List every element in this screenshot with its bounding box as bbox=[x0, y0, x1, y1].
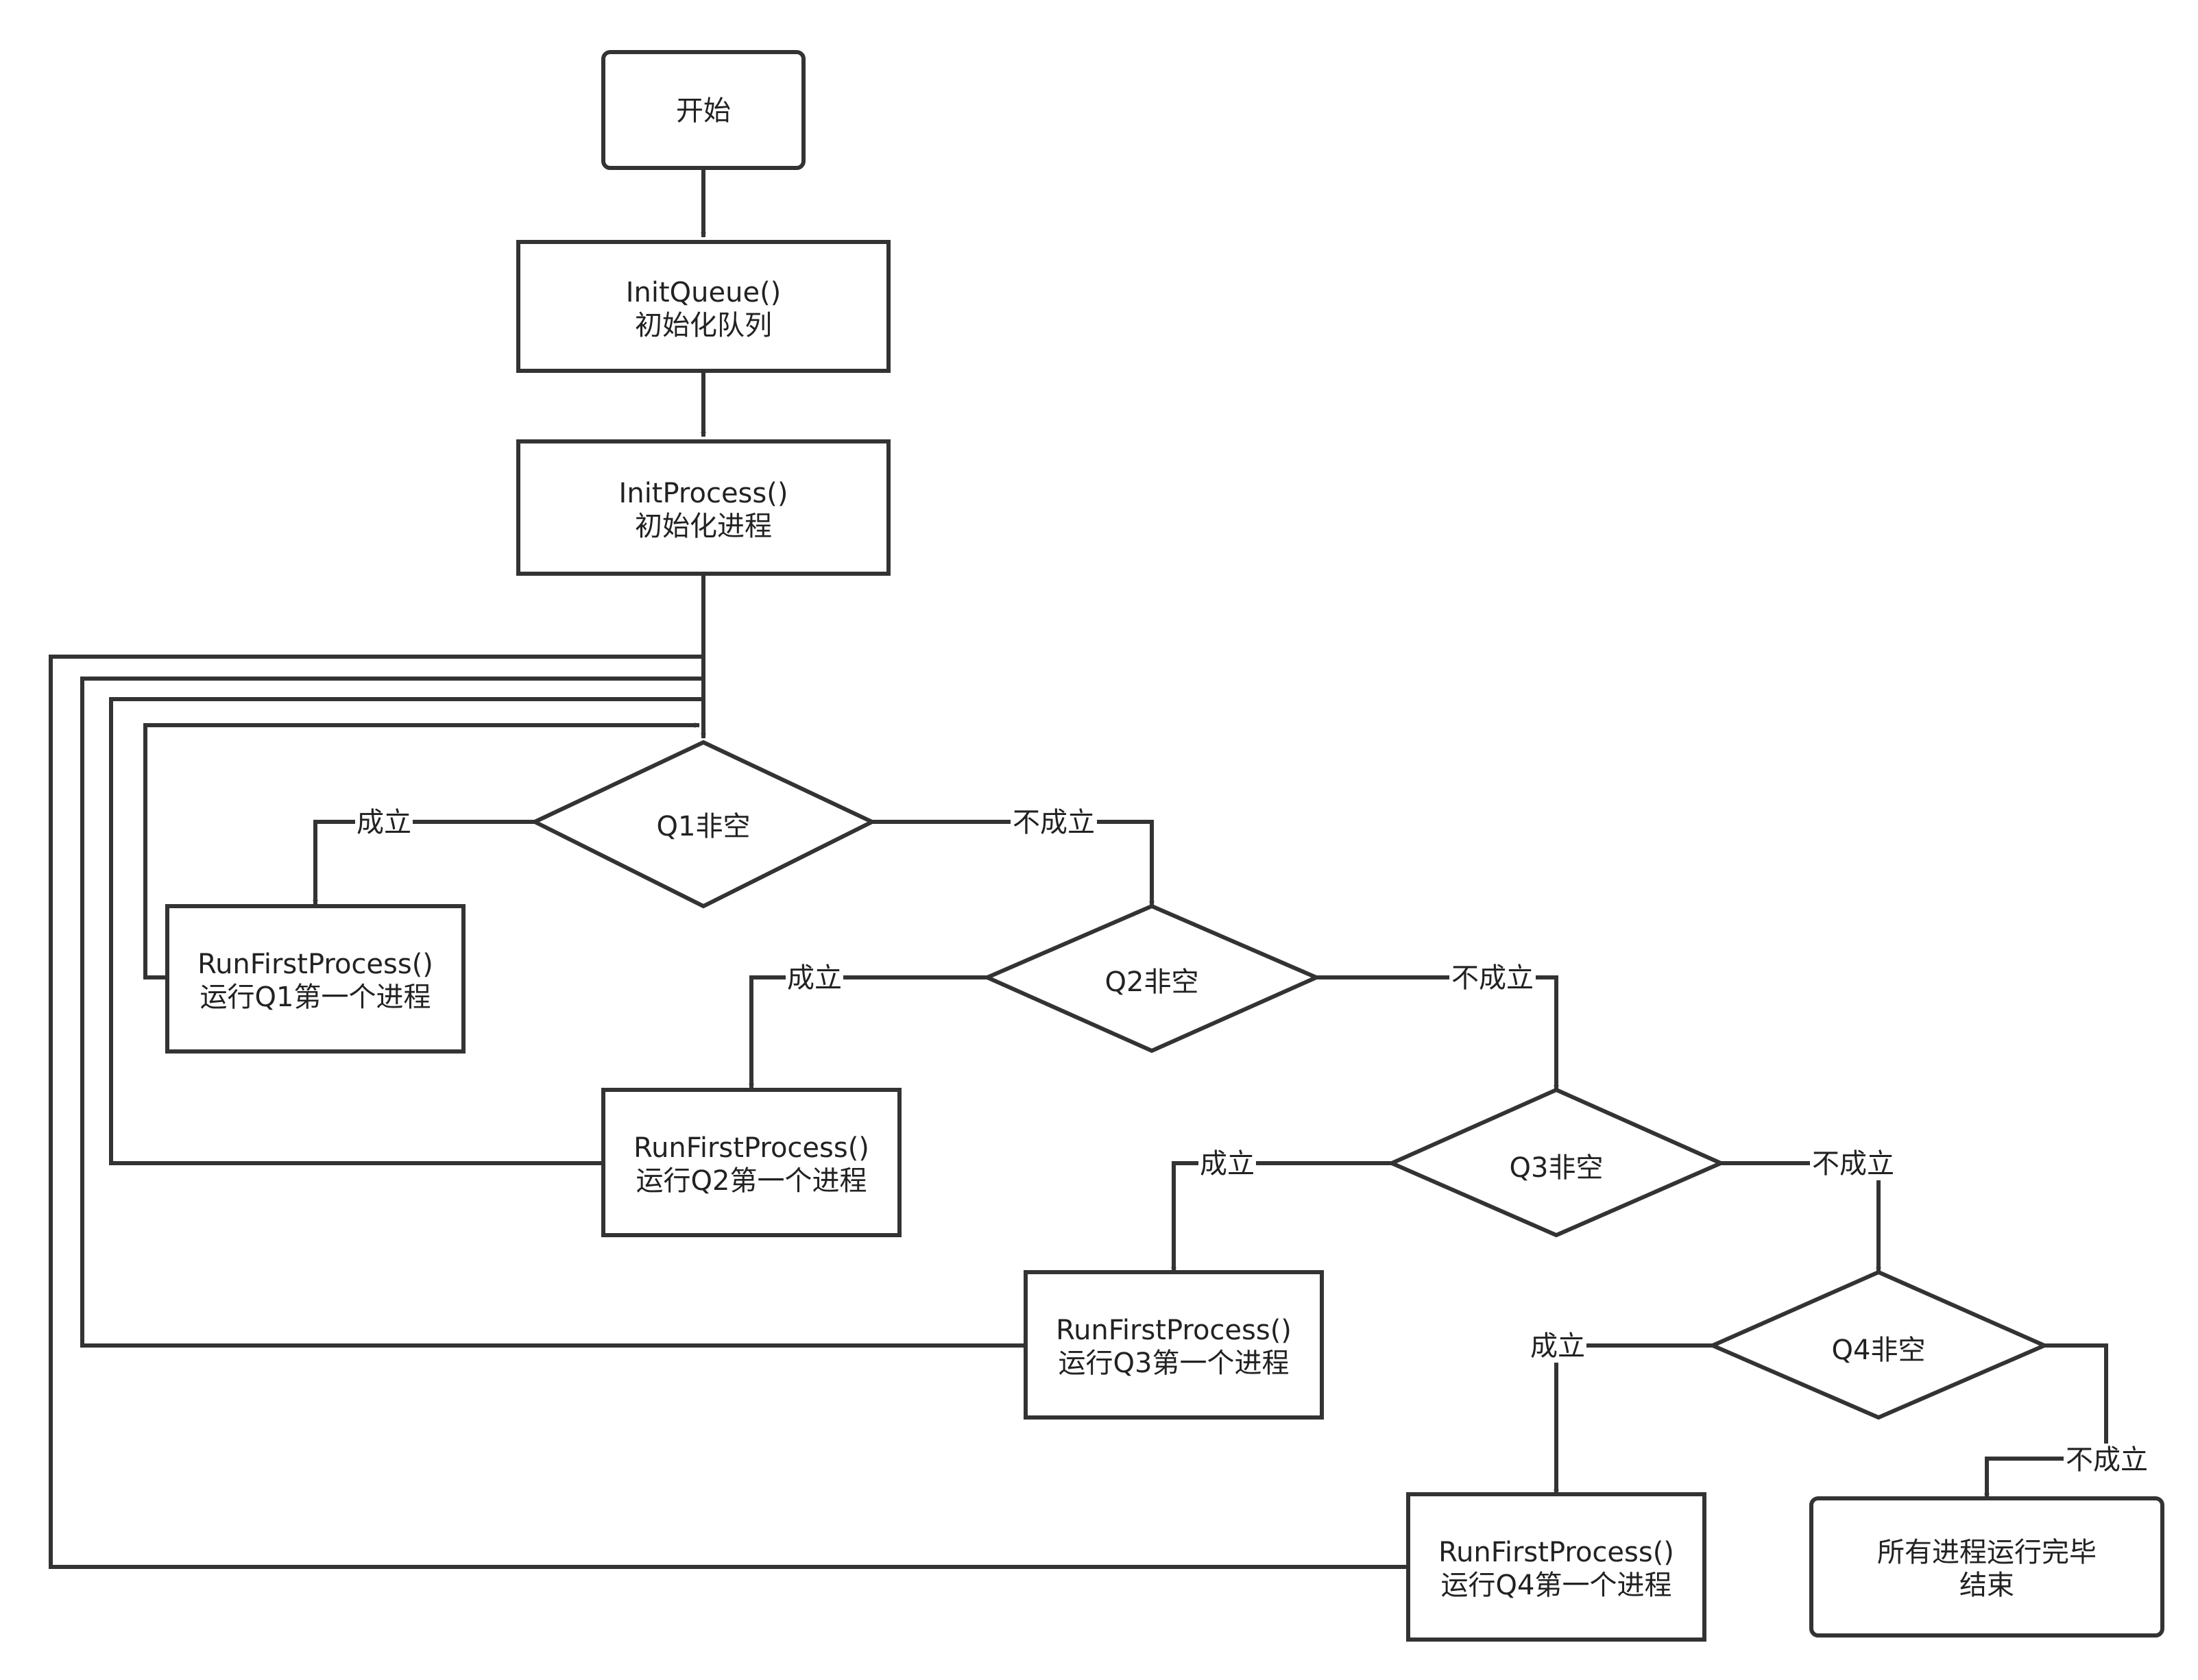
end-label-line2: 结束 bbox=[1959, 1570, 2014, 1601]
run-q2-label-line2: 运行Q2第一个进程 bbox=[636, 1165, 867, 1197]
initprocess-label-line2: 初始化进程 bbox=[635, 511, 772, 542]
run-q1-label-line1: RunFirstProcess() bbox=[197, 949, 433, 980]
edge-q1-no bbox=[872, 820, 1155, 907]
node-labels: 开始 InitQueue() 初始化队列 InitProcess() 初始化进程… bbox=[197, 95, 2097, 1601]
q1-no-label: 不成立 bbox=[1013, 807, 1095, 838]
run-q2-label-line1: RunFirstProcess() bbox=[633, 1132, 869, 1164]
q3-decision bbox=[1386, 1087, 1726, 1238]
q2-yes-label: 成立 bbox=[787, 962, 842, 994]
q3-label: Q3非空 bbox=[1510, 1152, 1604, 1184]
run-q4-label-line2: 运行Q4第一个进程 bbox=[1441, 1570, 1672, 1601]
q4-label: Q4非空 bbox=[1832, 1335, 1926, 1366]
run-q3-label-line1: RunFirstProcess() bbox=[1056, 1315, 1292, 1346]
initprocess-label-line1: InitProcess() bbox=[619, 478, 788, 509]
run-q4-node bbox=[1406, 1492, 1706, 1642]
q1-label: Q1非空 bbox=[657, 811, 751, 842]
run-q1-node bbox=[165, 904, 466, 1054]
start-label: 开始 bbox=[676, 95, 731, 127]
nodes bbox=[165, 50, 2164, 1642]
edge-q2-no bbox=[1316, 975, 1559, 1091]
initqueue-label-line2: 初始化队列 bbox=[635, 310, 772, 341]
q1-yes-label: 成立 bbox=[357, 807, 411, 838]
q3-no-label: 不成立 bbox=[1812, 1148, 1894, 1180]
q4-no-label: 不成立 bbox=[2066, 1444, 2148, 1476]
end-label-line1: 所有进程运行完毕 bbox=[1877, 1537, 2097, 1568]
loopback-run2-to-q1 bbox=[109, 697, 703, 1165]
initqueue-label-line1: InitQueue() bbox=[626, 277, 782, 308]
edge-q2-yes bbox=[749, 975, 987, 1089]
q3-yes-label: 成立 bbox=[1200, 1148, 1255, 1180]
loopback-run1-to-q1 bbox=[143, 722, 700, 979]
q1-decision bbox=[530, 740, 877, 909]
q2-label: Q2非空 bbox=[1105, 966, 1199, 998]
q4-decision bbox=[1707, 1269, 2050, 1420]
q2-no-label: 不成立 bbox=[1451, 962, 1534, 994]
initprocess-node bbox=[516, 439, 891, 576]
run-q3-label-line2: 运行Q3第一个进程 bbox=[1059, 1348, 1290, 1379]
initqueue-node bbox=[516, 240, 891, 373]
q4-yes-label: 成立 bbox=[1530, 1330, 1585, 1362]
edge-labels: 成立 不成立 成立 不成立 成立 不成立 成立 不成立 bbox=[355, 806, 2150, 1476]
end-node bbox=[1809, 1496, 2164, 1638]
edge-q4-yes bbox=[1554, 1343, 1713, 1495]
run-q3-node bbox=[1024, 1270, 1324, 1420]
run-q2-node bbox=[601, 1088, 902, 1237]
edge-q3-yes bbox=[1171, 1161, 1392, 1273]
start-node bbox=[601, 50, 806, 170]
loopback-run4-to-q1 bbox=[49, 655, 1408, 1569]
loopback-run3-to-q1 bbox=[80, 677, 1026, 1348]
run-q1-label-line2: 运行Q1第一个进程 bbox=[200, 982, 431, 1013]
edge-q1-yes bbox=[313, 820, 535, 905]
edges bbox=[49, 168, 2108, 1569]
q2-decision bbox=[982, 903, 1322, 1054]
run-q4-label-line1: RunFirstProcess() bbox=[1438, 1537, 1674, 1568]
